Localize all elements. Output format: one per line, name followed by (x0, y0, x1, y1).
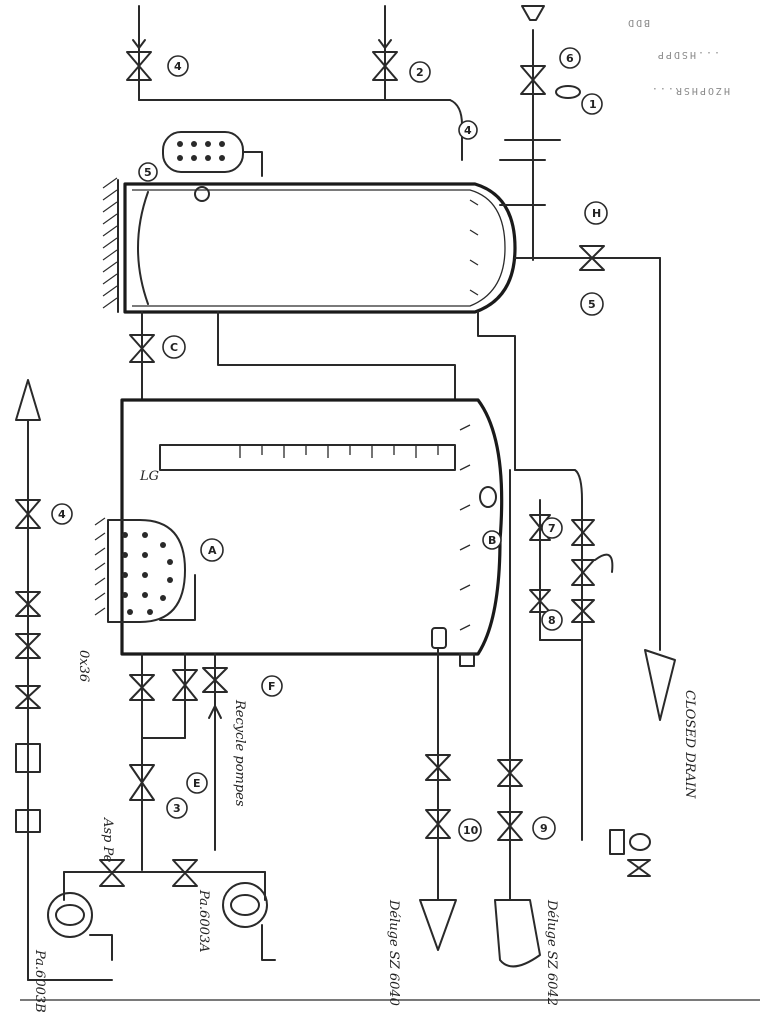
burner-a (107, 519, 186, 623)
level-tag: LG (139, 469, 159, 484)
tag-right-5: 5 (588, 298, 596, 311)
pump-a (47, 892, 93, 938)
asp-label: Asp Pe (100, 817, 115, 863)
tag-top-4: 1 (589, 98, 597, 111)
top-piping: 4 2 6 1 (126, 5, 603, 261)
tag-7: 7 (548, 522, 556, 535)
valve-top-2 (372, 51, 398, 81)
tag-a: A (208, 544, 217, 557)
faint-note-2: ...HSDPP (656, 49, 720, 60)
side-note: 0x36 (76, 650, 91, 682)
tag-b: B (488, 534, 496, 547)
closed-drain-label: CLOSED DRAIN (682, 690, 697, 799)
level-gauge (159, 444, 456, 471)
vent-line: 4 0x36 (15, 379, 91, 981)
recycle-label: Recycle pompes (232, 699, 247, 807)
tag-top-1: 4 (174, 60, 182, 73)
pump-a-label: Pa.6003A (196, 889, 211, 953)
tag-8: 8 (548, 614, 556, 627)
tag-e: E (193, 777, 201, 790)
tag-3: 3 (173, 802, 181, 815)
tag-top-3: 6 (566, 52, 574, 65)
tag-vent: 4 (58, 508, 66, 521)
upper-vessel: 5 4 H 5 (102, 120, 661, 316)
valve-top-1 (126, 51, 152, 81)
deluge-1-label: Déluge SZ 6040 (386, 899, 401, 1006)
drain-section: 7 8 CLOSED DRAIN (514, 257, 697, 877)
pump-section: E 3 F Recycle pompes Asp Pe Pa.6003B Pa.… (27, 653, 283, 1013)
faint-notes: HZOPHSR... ...HSDPP BDD (626, 17, 730, 96)
tag-conn: C (170, 341, 178, 354)
pump-b (222, 882, 268, 928)
deluge-2-label: Déluge SZ 6042 (544, 899, 559, 1006)
tag-deluge-2: 9 (540, 822, 548, 835)
tag-deluge-1: 10 (463, 824, 479, 837)
vessel-1-shell (123, 182, 517, 314)
lower-vessel: LG B A (94, 398, 504, 667)
vessel-connection: C (129, 311, 516, 471)
tag-top-2: 2 (416, 66, 424, 79)
vessel-2-shell (120, 398, 504, 656)
tag-vessel1-nozzle: 5 (144, 166, 152, 179)
tag-right-h: H (592, 207, 601, 220)
deluge-section: 10 Déluge SZ 6040 9 Déluge SZ 6042 (386, 469, 559, 1006)
faint-note-3: BDD (626, 17, 650, 28)
faint-note-1: HZOPHSR... (650, 85, 730, 96)
valve-top-3 (520, 65, 546, 95)
tag-vessel1-left: 4 (464, 124, 472, 137)
tag-f: F (268, 680, 276, 693)
